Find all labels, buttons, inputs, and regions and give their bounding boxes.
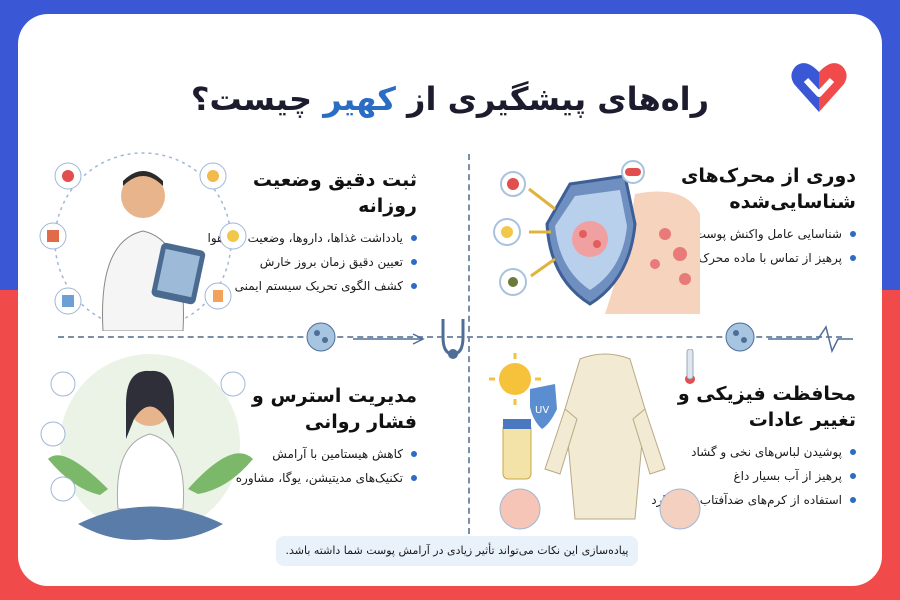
footer-note: پیاده‌سازی این نکات می‌تواند تأثیر زیادی… xyxy=(276,536,638,566)
protective-clothing-illustration: UV xyxy=(489,349,701,530)
vertical-divider xyxy=(468,154,470,534)
infographic-card: راه‌های پیشگیری از کهیر چیست؟ دوری از مح… xyxy=(18,14,882,586)
title-highlight: کهیر xyxy=(323,80,396,118)
shield-triggers-illustration xyxy=(493,160,700,314)
list-item: یادداشت غذاها، داروها، وضعیت آب‌وهوا xyxy=(197,229,417,247)
panel-list: شناسایی عامل واکنش پوست پرهیز از تماس با… xyxy=(656,225,856,267)
list-item: تعیین دقیق زمان بروز خارش xyxy=(197,253,417,271)
panel-heading: ثبت دقیق وضعیت روزانه xyxy=(252,169,417,217)
heart-logo-icon xyxy=(791,63,847,112)
meditation-illustration xyxy=(40,354,253,540)
panel-stress-management: مدیریت استرس و فشار روانی کاهش هیستامین … xyxy=(217,384,417,493)
title-suffix: چیست؟ xyxy=(190,80,324,118)
virus-icon xyxy=(725,322,853,354)
panel-heading: دوری از محرک‌های شناسایی‌شده xyxy=(680,165,856,213)
panel-heading: مدیریت استرس و فشار روانی xyxy=(252,385,417,433)
list-item: پرهیز از تماس با ماده محرک xyxy=(656,249,856,267)
panel-avoid-triggers: دوری از محرک‌های شناسایی‌شده شناسایی عام… xyxy=(656,164,856,273)
panel-list: کاهش هیستامین با آرامش تکنیک‌های مدیتیشن… xyxy=(217,445,417,487)
list-item: تکنیک‌های مدیتیشن، یوگا، مشاوره xyxy=(217,469,417,487)
list-item: شناسایی عامل واکنش پوست xyxy=(656,225,856,243)
page-title: راه‌های پیشگیری از کهیر چیست؟ xyxy=(18,80,882,118)
uv-label: UV xyxy=(535,405,549,416)
stethoscope-icon xyxy=(306,319,465,359)
list-item: پوشیدن لباس‌های نخی و گشاد xyxy=(646,443,856,461)
panel-list: پوشیدن لباس‌های نخی و گشاد پرهیز از آب ب… xyxy=(646,443,856,509)
list-item: کاهش هیستامین با آرامش xyxy=(217,445,417,463)
man-with-tablet-illustration xyxy=(39,152,247,331)
panel-heading: محافظت فیزیکی و تغییر عادات xyxy=(677,383,856,431)
panel-list: یادداشت غذاها، داروها، وضعیت آب‌وهوا تعی… xyxy=(197,229,417,295)
title-prefix: راه‌های پیشگیری از xyxy=(395,80,710,118)
list-item: پرهیز از آب بسیار داغ xyxy=(646,467,856,485)
list-item: کشف الگوی تحریک سیستم ایمنی xyxy=(197,277,417,295)
panel-physical-protection: محافظت فیزیکی و تغییر عادات پوشیدن لباس‌… xyxy=(646,382,856,515)
horizontal-divider xyxy=(58,336,842,338)
panel-daily-log: ثبت دقیق وضعیت روزانه یادداشت غذاها، دار… xyxy=(197,168,417,301)
